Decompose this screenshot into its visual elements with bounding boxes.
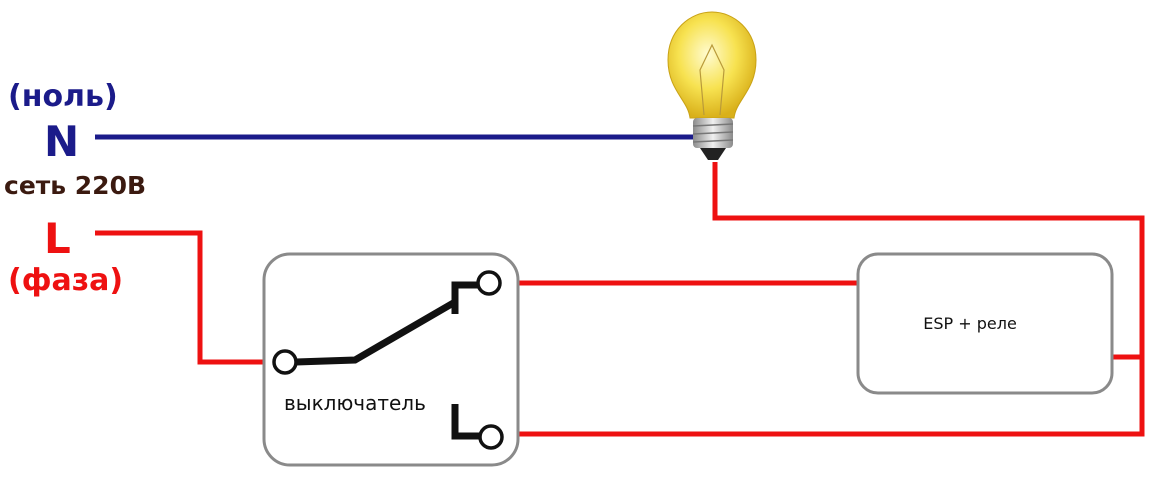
lamp-return-wire — [503, 162, 1145, 437]
switch-input-terminal — [272, 349, 298, 375]
phase-letter: L — [44, 214, 71, 263]
switch-label: выключатель — [284, 391, 426, 415]
esp-relay-box — [856, 252, 1114, 395]
light-bulb-icon — [667, 11, 757, 160]
phase-input-wire — [95, 230, 275, 365]
neutral-caption: (ноль) — [8, 79, 118, 114]
esp-relay-label: ESP + реле — [923, 314, 1017, 333]
phase-caption: (фаза) — [8, 263, 123, 298]
switch-bottom-contact — [451, 404, 480, 440]
switch-top-terminal — [476, 270, 502, 296]
switch-lever — [295, 298, 457, 366]
switch-bottom-terminal — [478, 424, 504, 450]
neutral-letter: N — [44, 117, 79, 166]
switch-top-contact — [451, 281, 478, 314]
network-voltage-label: сеть 220В — [4, 171, 146, 200]
